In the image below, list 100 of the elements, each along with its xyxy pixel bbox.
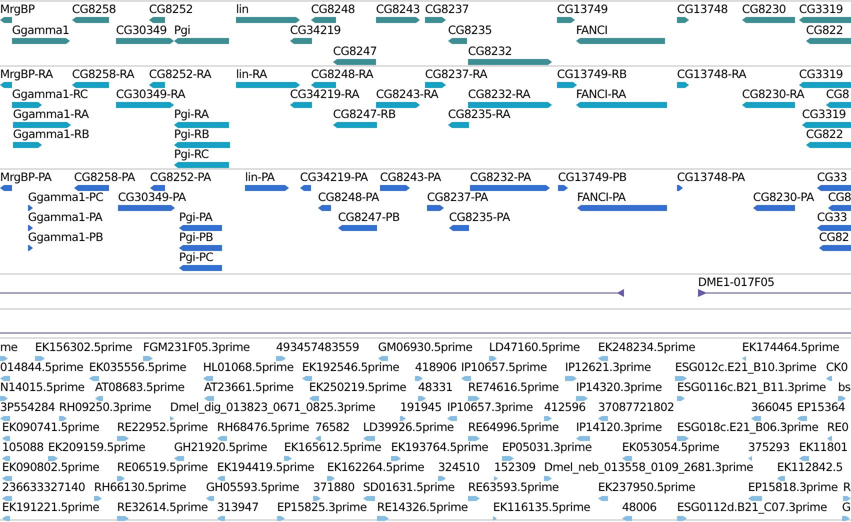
feature-label: EK090802.5prime bbox=[2, 461, 100, 474]
feature-label: Ggamma1-PA bbox=[28, 211, 102, 224]
feature-label: CG8258-PA bbox=[74, 171, 135, 184]
feature-label: CG30349 bbox=[116, 24, 167, 37]
feature-label: 48331 bbox=[418, 381, 453, 394]
feature-label: CK0 bbox=[826, 361, 848, 374]
feature-label: CG13748-PA bbox=[677, 171, 745, 184]
feature-label: EK250219.5prime bbox=[309, 381, 406, 394]
feature-label: 324510 bbox=[438, 461, 480, 474]
feature-label: CG8243-RA bbox=[376, 88, 438, 101]
feature-label: CG8258-RA bbox=[72, 68, 134, 81]
feature-label: CG34219 bbox=[290, 24, 341, 37]
feature-label: EK237950.5prime bbox=[598, 481, 696, 494]
feature-label: EK116135.5prime bbox=[493, 501, 590, 514]
feature-label: RE32614.5prime bbox=[117, 501, 208, 514]
feature-label: N14015.5prime bbox=[0, 381, 84, 394]
feature-label: CG8247 bbox=[333, 45, 377, 58]
feature-label: CG822 bbox=[806, 128, 843, 141]
feature-label: RH09250.3prime bbox=[59, 401, 152, 414]
feature-label: CG8230 bbox=[742, 3, 786, 16]
feature-label: 152309 bbox=[494, 461, 536, 474]
feature-label: CG82 bbox=[819, 231, 849, 244]
feature-label: DME1-017F05 bbox=[698, 276, 774, 289]
feature-label: GH05593.5prime bbox=[206, 481, 300, 494]
feature-label: EK191221.5prime bbox=[2, 501, 100, 514]
feature-label: CG8230-RA bbox=[742, 88, 804, 101]
feature-label: CG8237-RA bbox=[425, 68, 488, 81]
feature-label: Dmel_neb_013558_0109_2681.3prime bbox=[544, 461, 754, 474]
feature-label: RE0 bbox=[827, 421, 848, 434]
feature-label: EK090741.5prime bbox=[2, 421, 100, 434]
feature-label: CG8237 bbox=[425, 3, 469, 16]
feature-label: CG8247-RB bbox=[333, 108, 396, 121]
feature-label: CG8248-PA bbox=[318, 191, 379, 204]
feature-label: CG8252-RA bbox=[149, 68, 212, 81]
feature-label: CG8243-PA bbox=[380, 171, 441, 184]
feature-label: 48006 bbox=[622, 501, 657, 514]
feature-label: FANCI-RA bbox=[576, 88, 626, 101]
feature-label: GH21920.5prime bbox=[174, 441, 268, 454]
feature-label: lin bbox=[236, 3, 248, 16]
feature-label: CG8252-PA bbox=[150, 171, 211, 184]
feature-label: CG33 bbox=[817, 211, 847, 224]
feature-label: CG34219-RA bbox=[290, 88, 360, 101]
feature-label: RE22952.5prime bbox=[117, 421, 208, 434]
feature-label: CG8232 bbox=[468, 45, 512, 58]
feature-label: lin-RA bbox=[236, 68, 267, 81]
feature-label: CG8258 bbox=[72, 3, 116, 16]
feature-label: EP15364 bbox=[797, 401, 845, 414]
feature-label: 37087721802 bbox=[598, 401, 674, 414]
feature-label: Pgi-PA bbox=[179, 211, 212, 224]
feature-label: FANCI-PA bbox=[577, 191, 626, 204]
feature-label: Ggamma1-RA bbox=[13, 108, 89, 121]
feature-label: CG3319 bbox=[799, 68, 843, 81]
feature-label: 366045 bbox=[751, 401, 792, 414]
feature-label: 014844.5prime bbox=[0, 361, 84, 374]
feature-label: MrgBP-RA bbox=[0, 68, 53, 81]
feature-label: EK11801 bbox=[799, 441, 848, 454]
feature-label: 412596 bbox=[544, 401, 586, 414]
feature-label: Pgi bbox=[174, 24, 190, 37]
feature-label: lin-PA bbox=[245, 171, 274, 184]
feature-label: Ggamma1 bbox=[12, 24, 70, 37]
feature-label: EP15825.3prime bbox=[277, 501, 367, 514]
feature-label: bs bbox=[838, 381, 850, 394]
feature-label: CG8235-RA bbox=[448, 108, 510, 121]
feature-label: EK193764.5prime bbox=[391, 441, 488, 454]
feature-label: CG8235 bbox=[448, 24, 492, 37]
feature-label: CG8232-PA bbox=[470, 171, 531, 184]
feature-label: 371880 bbox=[313, 481, 354, 494]
feature-label: CG8 bbox=[828, 191, 851, 204]
feature-label: IP14320.3prime bbox=[576, 381, 662, 394]
feature-label: LD47160.5prime bbox=[489, 341, 580, 354]
feature-label: EK112842.5 bbox=[777, 461, 843, 474]
feature-label: 236633327140 bbox=[2, 481, 85, 494]
feature-label: CG33 bbox=[817, 171, 847, 184]
feature-label: CG8235-PA bbox=[449, 211, 510, 224]
feature-label: Ggamma1-RC bbox=[12, 88, 88, 101]
feature-label: CG8230-PA bbox=[753, 191, 814, 204]
feature-label: ESG0112d.B21_C07.3prime bbox=[677, 501, 827, 514]
feature-label: RE64996.5prime bbox=[468, 421, 559, 434]
feature-label: Pgi-RB bbox=[174, 128, 210, 141]
feature-label: CG8252 bbox=[149, 3, 193, 16]
feature-label: EP15818.3prime bbox=[748, 481, 838, 494]
feature-label: LD39926.5prime bbox=[363, 421, 454, 434]
feature-label: CG8248-RA bbox=[311, 68, 374, 81]
feature-label: RE74616.5prime bbox=[468, 381, 559, 394]
feature-label: ESG0116c.B21_B11.3prime bbox=[677, 381, 826, 394]
feature-label: CG30349-RA bbox=[116, 88, 186, 101]
feature-label: CG8243 bbox=[376, 3, 420, 16]
feature-label: CG822 bbox=[806, 24, 843, 37]
feature-label: CG13749 bbox=[557, 3, 608, 16]
feature-label: CG13749-RB bbox=[557, 68, 627, 81]
feature-label: 493457483559 bbox=[276, 341, 359, 354]
feature-label: AT23661.5prime bbox=[204, 381, 294, 394]
feature-label: EK035556.5prime bbox=[89, 361, 186, 374]
feature-label: RE06519.5prime bbox=[117, 461, 208, 474]
feature-label: HL01068.5prime bbox=[203, 361, 294, 374]
feature-label: MrgBP-PA bbox=[0, 171, 52, 184]
feature-label: R bbox=[843, 481, 851, 494]
feature-label: 3P554284 bbox=[0, 401, 55, 414]
feature-label: 76582 bbox=[315, 421, 350, 434]
feature-label: me bbox=[0, 341, 18, 354]
